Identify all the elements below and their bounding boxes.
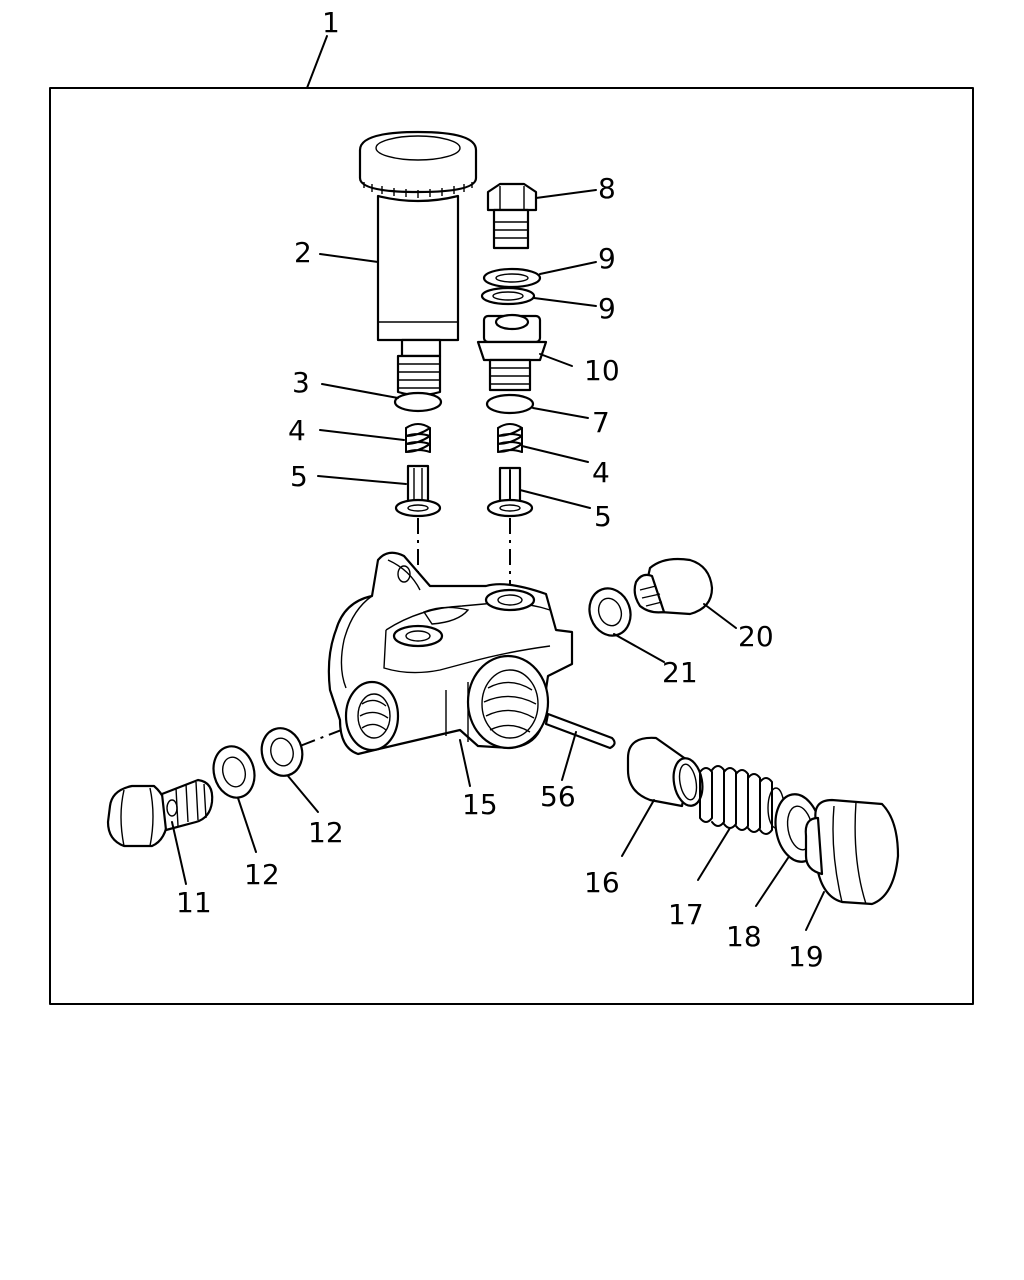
- leader-11: [171, 821, 187, 885]
- part-8-plug: [486, 182, 538, 250]
- part-12-washer-right: [260, 727, 304, 777]
- leader-18: [755, 857, 789, 907]
- assembly-frame: [49, 87, 974, 1005]
- callout-5b: 5: [594, 500, 612, 533]
- leader-56: [561, 731, 577, 781]
- part-17-spring: [699, 765, 785, 835]
- callout-8: 8: [598, 172, 616, 205]
- leader-16: [621, 799, 655, 857]
- callout-2: 2: [294, 236, 312, 269]
- leader-3: [321, 383, 399, 399]
- callout-20: 20: [738, 620, 774, 653]
- callout-12b: 12: [308, 816, 344, 849]
- leader-8: [535, 189, 597, 199]
- callout-17: 17: [668, 898, 704, 931]
- leader-12b: [287, 775, 319, 813]
- callout-3: 3: [292, 366, 310, 399]
- callout-21: 21: [662, 656, 698, 689]
- leader-4b: [521, 445, 589, 463]
- leader-10: [539, 353, 573, 367]
- part-9-washer-upper: [482, 267, 542, 289]
- callout-4b: 4: [592, 456, 610, 489]
- leader-15: [459, 739, 471, 787]
- callout-16: 16: [584, 866, 620, 899]
- callout-56: 56: [540, 780, 576, 813]
- callout-1: 1: [322, 6, 340, 39]
- callout-4a: 4: [288, 414, 306, 447]
- leader-4a: [319, 429, 405, 441]
- leader-9a: [539, 261, 597, 275]
- part-16-sleeve: [626, 736, 704, 808]
- leader-2: [319, 253, 379, 263]
- part-20-cap: [633, 557, 714, 616]
- part-2-priming-pump: [358, 130, 478, 397]
- part-7-o-ring: [485, 393, 535, 415]
- leader-19: [805, 891, 825, 931]
- part-5-valve-right: [486, 466, 534, 518]
- part-4-spring-left: [405, 423, 431, 453]
- part-10-fitting: [476, 313, 548, 392]
- leader-9b: [533, 297, 597, 307]
- part-11-bolt: [106, 778, 214, 848]
- callout-9a: 9: [598, 242, 616, 275]
- callout-15: 15: [462, 788, 498, 821]
- leader-1: [306, 35, 328, 89]
- callout-5a: 5: [290, 460, 308, 493]
- leader-21: [613, 633, 665, 663]
- part-21-gasket: [588, 587, 632, 637]
- callout-9b: 9: [598, 292, 616, 325]
- part-5-valve-left: [394, 464, 442, 518]
- callout-10: 10: [584, 354, 620, 387]
- callout-12a: 12: [244, 858, 280, 891]
- part-9-washer-lower: [480, 286, 536, 306]
- part-12-washer-left: [212, 745, 256, 799]
- leader-5a: [317, 475, 407, 485]
- leader-17: [697, 827, 731, 881]
- leader-7: [532, 407, 589, 419]
- part-56-pin: [544, 712, 616, 750]
- leader-12a: [237, 797, 257, 853]
- callout-18: 18: [726, 920, 762, 953]
- callout-11: 11: [176, 886, 212, 919]
- part-19-plug: [804, 798, 900, 906]
- callout-7: 7: [592, 406, 610, 439]
- part-15-pump-body: [327, 551, 574, 756]
- leader-20: [703, 603, 737, 629]
- part-3-o-ring: [393, 391, 443, 413]
- part-4-spring-right: [497, 423, 523, 453]
- leader-5b: [519, 489, 591, 509]
- callout-19: 19: [788, 940, 824, 973]
